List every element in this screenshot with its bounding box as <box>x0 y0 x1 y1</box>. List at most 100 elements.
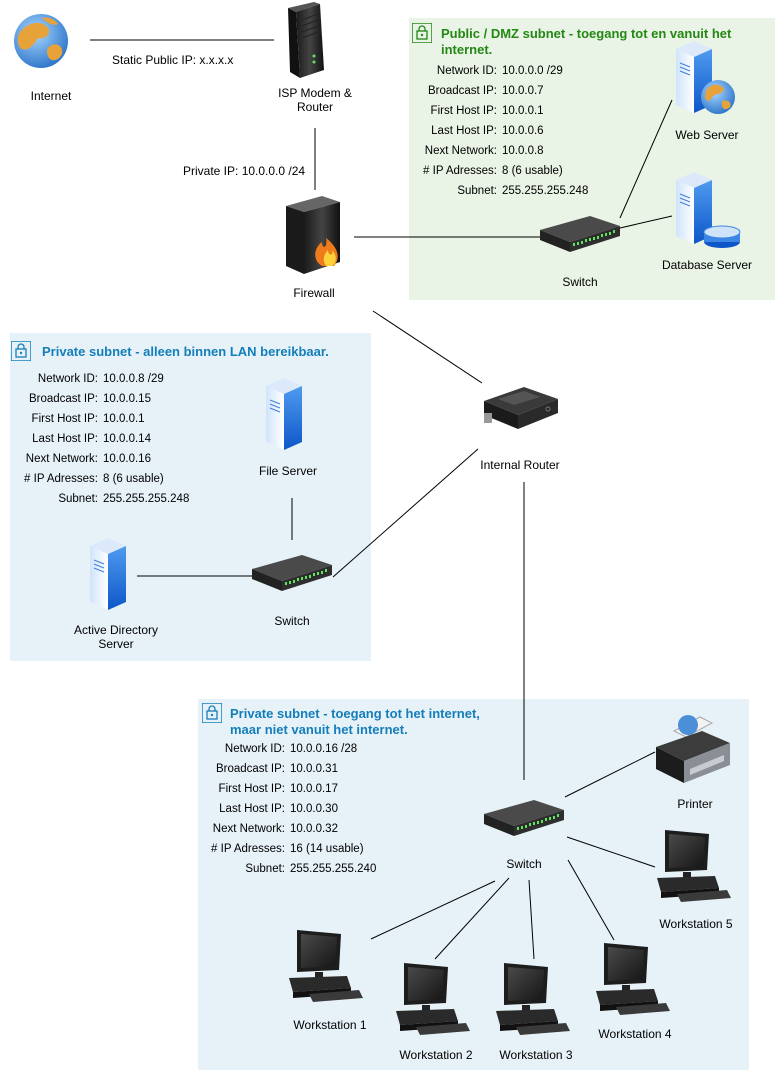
subnet-info-value: 16 (14 usable) <box>290 843 364 855</box>
subnet-info-row: First Host IP:10.0.0.1 <box>412 101 588 121</box>
subnet-info-value: 10.0.0.16 /28 <box>290 743 358 755</box>
link-firewall-internal-router <box>372 310 483 384</box>
dmz-switch-label: Switch <box>562 275 598 289</box>
subnet-info-value: 10.0.0.16 <box>103 453 151 465</box>
printer-icon <box>656 715 730 783</box>
subnet-info-key: Next Network: <box>25 453 98 465</box>
subnet-info-key: Next Network: <box>212 823 285 835</box>
workstation-5-label: Workstation 5 <box>659 917 733 931</box>
subnet-info-value: 255.255.255.248 <box>103 493 190 505</box>
subnet-info-row: Last Host IP: 10.0.0.14 <box>13 429 189 449</box>
database-server-label: Database Server <box>661 258 753 272</box>
workstation-2-icon <box>396 963 470 1035</box>
subnet-info-value: 10.0.0.14 <box>103 433 151 445</box>
subnet-info-value: 10.0.0.6 <box>502 125 544 137</box>
isp-modem-router-icon <box>288 2 324 78</box>
office-switch-icon <box>484 800 564 836</box>
subnet-info-key: Subnet: <box>58 493 98 505</box>
link-switch-ws2 <box>434 877 510 960</box>
subnet-info-value: 10.0.0.30 <box>290 803 338 815</box>
subnet-info-value: 10.0.0.8 /29 <box>103 373 164 385</box>
subnet-info-row: Last Host IP: 10.0.0.6 <box>412 121 588 141</box>
subnet-info-key: Last Host IP: <box>219 803 285 815</box>
subnet-info-key: Last Host IP: <box>431 125 497 137</box>
link-switch-printer <box>564 751 656 798</box>
dmz-zone-title: Public / DMZ subnet - toegang tot en van… <box>441 26 732 57</box>
office-zone-title: Private subnet - toegang tot het interne… <box>230 706 480 737</box>
private-ip-label: Private IP: 10.0.0.0 /24 <box>183 164 306 178</box>
link-switch-ws5 <box>566 836 656 868</box>
dmz-switch-icon <box>540 216 620 252</box>
workstation-2-label: Workstation 2 <box>399 1048 473 1062</box>
firewall-label: Firewall <box>293 286 335 300</box>
workstation-4-label: Workstation 4 <box>598 1027 672 1041</box>
subnet-info-key: # IP Adresses: <box>24 473 98 485</box>
subnet-info-row: Broadcast IP: 10.0.0.7 <box>412 81 588 101</box>
subnet-info-row: Network ID:10.0.0.16 /28 <box>202 739 376 759</box>
subnet-info-row: Network ID:10.0.0.8 /29 <box>13 369 189 389</box>
subnet-info-row: Subnet:255.255.255.248 <box>412 181 588 201</box>
subnet-info-value: 10.0.0.7 <box>502 85 544 97</box>
workstation-3-label: Workstation 3 <box>499 1048 573 1062</box>
lan-switch-icon <box>252 555 332 591</box>
subnet-info-row: Network ID:10.0.0.0 /29 <box>412 61 588 81</box>
subnet-info-value: 10.0.0.15 <box>103 393 151 405</box>
subnet-info-key: Broadcast IP: <box>215 763 285 775</box>
link-switch-ws1 <box>370 880 496 940</box>
active-directory-server-icon <box>89 538 127 611</box>
database-server-icon <box>675 172 741 248</box>
subnet-info-key: First Host IP: <box>218 783 285 795</box>
subnet-info-value: 255.255.255.248 <box>502 185 589 197</box>
subnet-info-value: 8 (6 usable) <box>103 473 164 485</box>
web-server-icon <box>675 41 735 114</box>
workstation-4-icon <box>596 943 670 1015</box>
internet-label: Internet <box>30 89 72 103</box>
subnet-info-value: 10.0.0.17 <box>290 783 338 795</box>
subnet-info-value: 10.0.0.1 <box>103 413 145 425</box>
subnet-info-row: Broadcast IP: 10.0.0.15 <box>13 389 189 409</box>
link-internal-router-lan-switch <box>332 448 479 578</box>
subnet-info-row: # IP Adresses: 16 (14 usable) <box>202 839 376 859</box>
subnet-info-row: First Host IP: 10.0.0.17 <box>202 779 376 799</box>
subnet-info-row: First Host IP:10.0.0.1 <box>13 409 189 429</box>
link-dmz-switch-web <box>619 99 673 219</box>
subnet-info-row: Next Network: 10.0.0.32 <box>202 819 376 839</box>
static-ip-label: Static Public IP: x.x.x.x <box>112 53 234 67</box>
workstation-1-icon <box>289 930 363 1002</box>
lan-zone-title: Private subnet - alleen binnen LAN berei… <box>42 344 329 359</box>
subnet-info-key: # IP Adresses: <box>423 165 497 177</box>
dmz-zone: Public / DMZ subnet - toegang tot en van… <box>409 18 775 300</box>
subnet-info-key: # IP Adresses: <box>211 843 285 855</box>
subnet-info-row: Next Network: 10.0.0.8 <box>412 141 588 161</box>
internet-globe-icon <box>14 14 68 68</box>
subnet-info-value: 10.0.0.8 <box>502 145 544 157</box>
link-dmz-switch-db <box>619 215 673 229</box>
subnet-info-key: Subnet: <box>245 863 285 875</box>
workstation-3-icon <box>496 963 570 1035</box>
subnet-info-value: 10.0.0.32 <box>290 823 338 835</box>
subnet-info-key: Broadcast IP: <box>427 85 497 97</box>
web-server-label: Web Server <box>675 128 739 142</box>
subnet-info-value: 8 (6 usable) <box>502 165 563 177</box>
subnet-info-value: 10.0.0.0 /29 <box>502 65 563 77</box>
file-server-label: File Server <box>258 464 317 478</box>
subnet-info-value: 255.255.255.240 <box>290 863 377 875</box>
subnet-info-row: Subnet: 255.255.255.240 <box>202 859 376 879</box>
subnet-info-row: # IP Adresses: 8 (6 usable) <box>412 161 588 181</box>
workstation-5-icon <box>657 830 731 902</box>
subnet-info-value: 10.0.0.31 <box>290 763 338 775</box>
link-switch-ws3 <box>528 879 535 960</box>
subnet-info-key: First Host IP: <box>430 105 497 117</box>
subnet-info-key: Last Host IP: <box>32 433 98 445</box>
internal-router-label: Internal Router <box>480 458 560 472</box>
active-directory-server-label: Active Directory Server <box>73 623 159 651</box>
subnet-info-row: Next Network: 10.0.0.16 <box>13 449 189 469</box>
subnet-info-row: Last Host IP: 10.0.0.30 <box>202 799 376 819</box>
subnet-info-key: Next Network: <box>424 145 497 157</box>
subnet-info-key: Broadcast IP: <box>28 393 98 405</box>
isp-modem-router-label: ISP Modem & Router <box>278 86 352 114</box>
